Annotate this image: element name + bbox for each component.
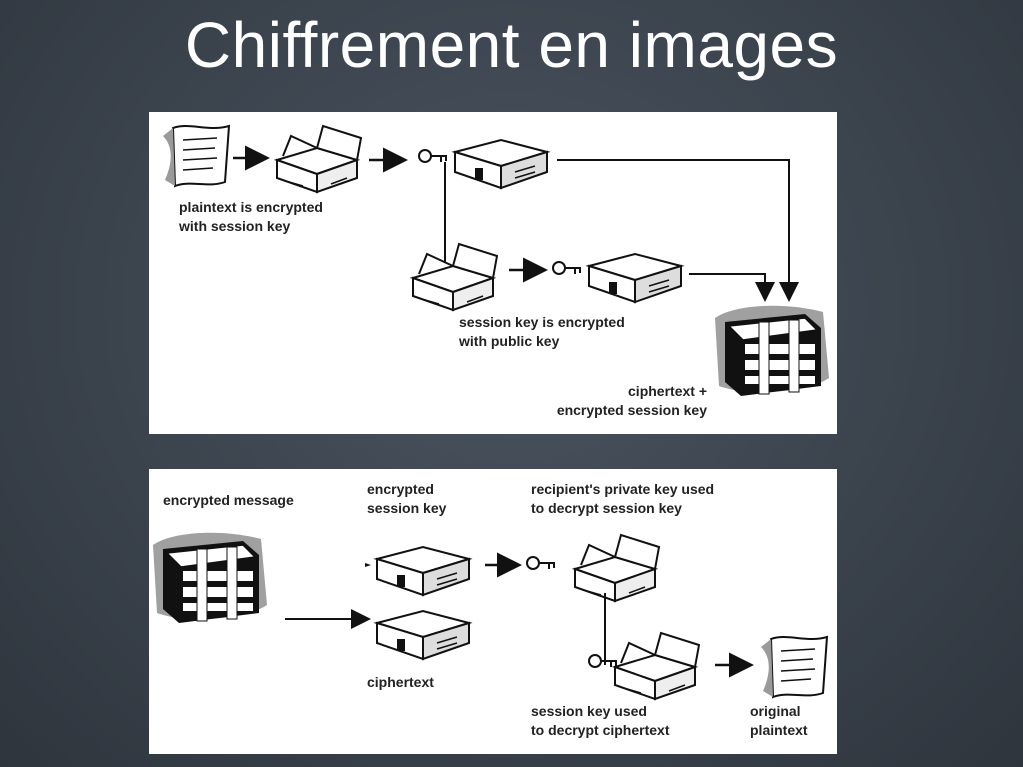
label-session-key-encrypted: session key is encrypted with public key [459,314,625,349]
locked-chest-icon [588,253,682,303]
key-icon [526,556,556,570]
decryption-diagram-graphics [152,532,828,700]
decryption-diagram: encrypted message encrypted session key … [149,469,837,754]
key-icon [588,654,618,668]
label-ciphertext-bundle: ciphertext + encrypted session key [556,383,707,418]
locked-chest-icon [376,546,470,596]
open-chest-icon [614,632,700,700]
key-icon [552,261,582,275]
encryption-diagram: plaintext is encrypted with session key … [149,112,837,434]
label-encrypted-message: encrypted message [163,492,294,508]
locked-chest-icon [376,610,470,660]
document-icon [162,125,230,187]
slide-title: Chiffrement en images [184,9,839,81]
encryption-diagram-graphics [162,125,830,397]
label-ciphertext: ciphertext [367,674,434,690]
key-icon [418,149,448,163]
open-chest-icon [276,125,362,193]
open-chest-icon [412,243,498,311]
label-encrypted-session-key: encrypted session key [367,481,447,516]
locked-chest-icon [454,139,548,189]
label-plaintext-encrypted: plaintext is encrypted with session key [179,199,323,234]
wrapped-bundle-icon [152,532,268,624]
label-original-plaintext: original plaintext [750,703,808,738]
document-icon [760,636,828,698]
open-chest-icon [574,534,660,602]
label-private-key-used: recipient's private key used to decrypt … [531,481,715,516]
wrapped-bundle-icon [714,305,830,397]
label-session-key-used: session key used to decrypt ciphertext [531,703,670,738]
